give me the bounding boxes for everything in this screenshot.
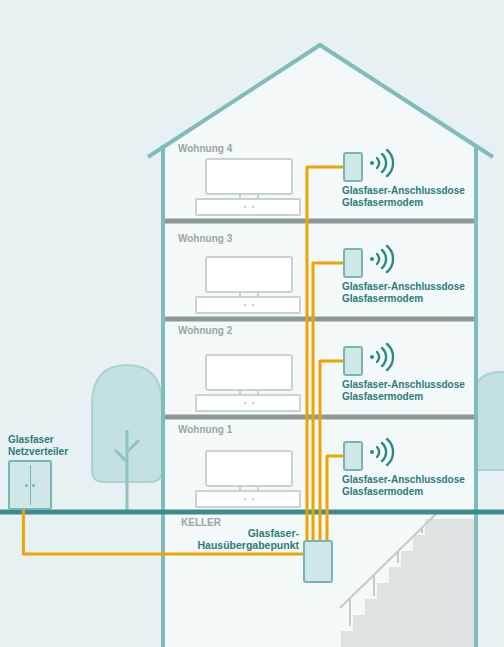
node-label: Glasfaser Netzverteiler bbox=[8, 434, 74, 458]
cabinet-knob bbox=[32, 484, 35, 487]
outlet-box: Glasfaser-AnschlussdoseGlasfasermodem bbox=[343, 152, 363, 182]
roof bbox=[148, 45, 493, 157]
fiber-connector bbox=[23, 510, 303, 554]
fiber-connector bbox=[307, 167, 343, 540]
house-body bbox=[163, 47, 476, 647]
outlet-box: Glasfaser-AnschlussdoseGlasfasermodem bbox=[343, 346, 363, 376]
room-label: Wohnung 3 bbox=[178, 233, 232, 245]
node-label: Glasfaser-Anschlussdose bbox=[342, 474, 465, 486]
cabinet-door bbox=[30, 465, 31, 505]
stairs bbox=[340, 512, 474, 647]
outlet-box: Glasfaser-AnschlussdoseGlasfasermodem bbox=[343, 441, 363, 471]
fiber-connector bbox=[313, 263, 343, 540]
node-label: Glasfasermodem bbox=[342, 391, 423, 403]
room-label: Wohnung 4 bbox=[178, 143, 232, 155]
room-label: Wohnung 2 bbox=[178, 325, 232, 337]
node-label: Glasfaser-Anschlussdose bbox=[342, 379, 465, 391]
transfer-point-box: Glasfaser-Hausübergabepunkt bbox=[303, 540, 333, 583]
node-label: Glasfaser-Anschlussdose bbox=[342, 281, 465, 293]
node-label: Glasfaser-Anschlussdose bbox=[342, 185, 465, 197]
node-label: Glasfasermodem bbox=[342, 293, 423, 305]
room-label: Wohnung 1 bbox=[178, 424, 232, 436]
node-label: Glasfaser-Hausübergabepunkt bbox=[189, 527, 299, 551]
outlet-box: Glasfaser-AnschlussdoseGlasfasermodem bbox=[343, 248, 363, 278]
floor-slab bbox=[165, 221, 474, 417]
fiber-connector bbox=[327, 456, 343, 540]
node-label: Glasfasermodem bbox=[342, 486, 423, 498]
cabinet-knob bbox=[25, 484, 28, 487]
room-label: KELLER bbox=[181, 517, 221, 529]
fiber-connector bbox=[320, 361, 343, 540]
node-label: Glasfasermodem bbox=[342, 197, 423, 209]
ground-line bbox=[0, 510, 504, 515]
distribution-cabinet: Glasfaser Netzverteiler bbox=[8, 460, 52, 510]
